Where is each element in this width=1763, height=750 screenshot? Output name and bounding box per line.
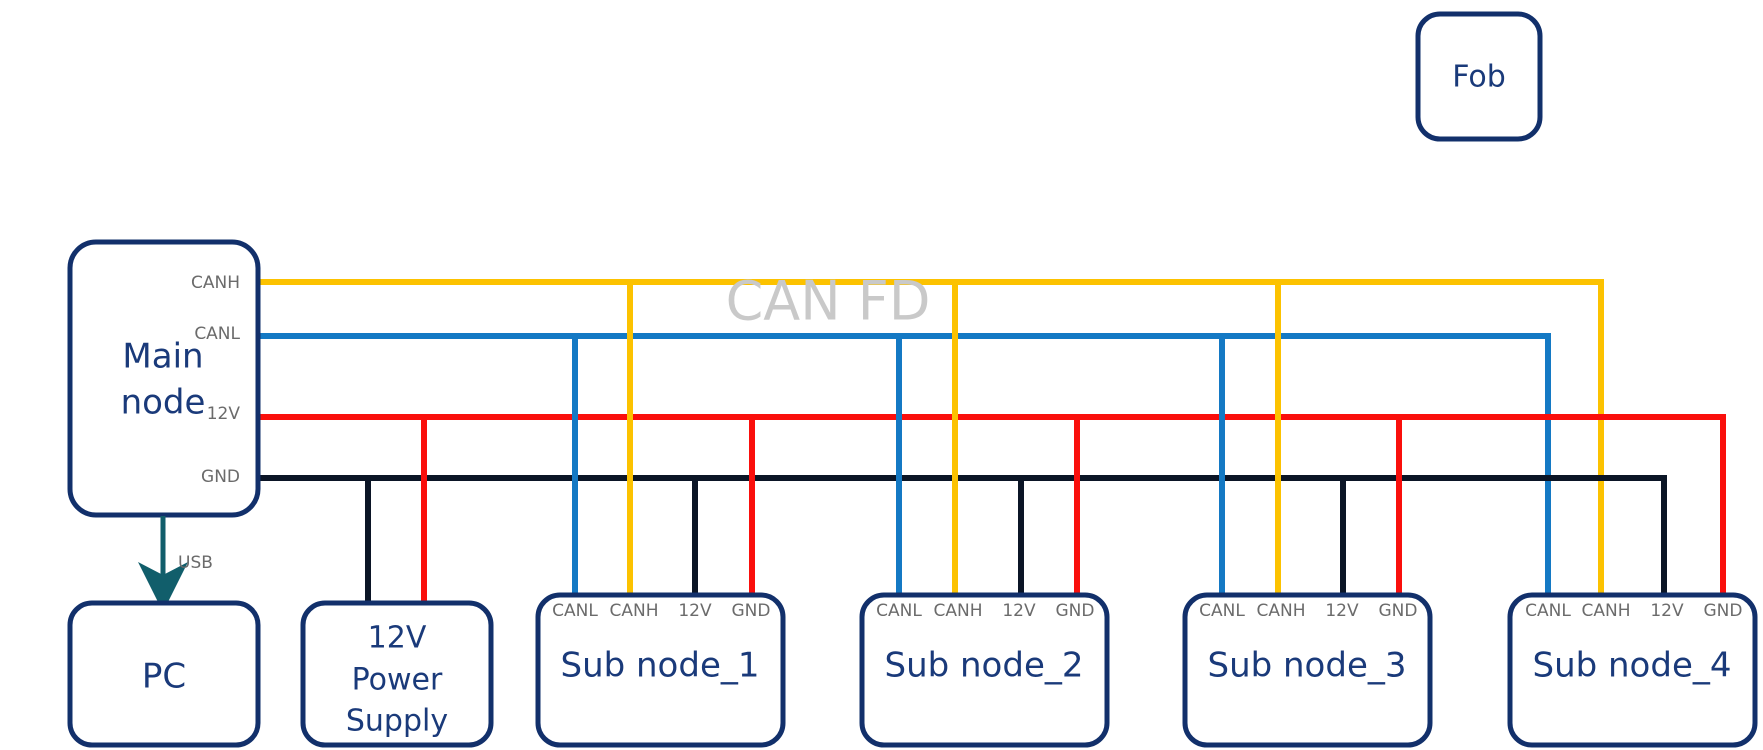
- sub-node-1-port-gnd: GND: [732, 601, 771, 621]
- sub-node-2-port-gnd: GND: [1056, 601, 1095, 621]
- sub-node-1-port-canl: CANL: [552, 601, 598, 621]
- sub-node-2-port-canh: CANH: [934, 601, 983, 621]
- fob-node-label: Fob: [1452, 60, 1506, 95]
- power-supply-label-line1: 12V: [368, 621, 427, 656]
- sub-node-4-port-gnd: GND: [1704, 601, 1743, 621]
- can-fd-watermark: CAN FD: [726, 270, 931, 333]
- usb-link-label: USB: [178, 553, 213, 573]
- power-supply-label-line3: Supply: [346, 704, 448, 739]
- sub-node-4-label: Sub node_4: [1532, 646, 1731, 686]
- main-node-box[interactable]: [67, 239, 261, 518]
- sub-node-2-label: Sub node_2: [884, 646, 1083, 686]
- sub-node-3-port-12v: 12V: [1325, 601, 1359, 621]
- sub-node-3-box[interactable]: [1182, 592, 1433, 748]
- sub-node-1-port-12v: 12V: [678, 601, 712, 621]
- bus-line-12v: [255, 414, 1726, 655]
- main-node-label-line2: node: [121, 383, 206, 423]
- power-supply-box[interactable]: [300, 600, 494, 748]
- fob-node-box[interactable]: [1415, 11, 1543, 142]
- main-node-port-12v: 12V: [207, 404, 241, 424]
- sub-node-2-port-canl: CANL: [876, 601, 922, 621]
- sub-node-4-port-canl: CANL: [1525, 601, 1571, 621]
- main-node-port-canl: CANL: [194, 324, 240, 344]
- sub-node-4-port-canh: CANH: [1582, 601, 1631, 621]
- sub-node-4-port-12v: 12V: [1650, 601, 1684, 621]
- sub-node-3-port-canh: CANH: [1257, 601, 1306, 621]
- sub-node-1-port-canh: CANH: [610, 601, 659, 621]
- bus-line-canh: [255, 279, 1604, 655]
- pc-node-box[interactable]: [67, 600, 261, 748]
- main-node-label-line1: Main: [122, 337, 203, 377]
- pc-node-label: PC: [142, 657, 186, 697]
- sub-node-4-box[interactable]: [1507, 592, 1758, 748]
- sub-node-2-box[interactable]: [859, 592, 1110, 748]
- sub-node-1-box[interactable]: [535, 592, 786, 748]
- sub-node-1-label: Sub node_1: [560, 646, 759, 686]
- sub-node-2-port-12v: 12V: [1002, 601, 1036, 621]
- sub-node-3-label: Sub node_3: [1207, 646, 1406, 686]
- main-node-port-gnd: GND: [201, 467, 240, 487]
- power-supply-label-line2: Power: [352, 663, 443, 698]
- sub-node-3-port-canl: CANL: [1199, 601, 1245, 621]
- bus-line-canl: [255, 333, 1551, 655]
- sub-node-3-port-gnd: GND: [1379, 601, 1418, 621]
- main-node-port-canh: CANH: [191, 273, 240, 293]
